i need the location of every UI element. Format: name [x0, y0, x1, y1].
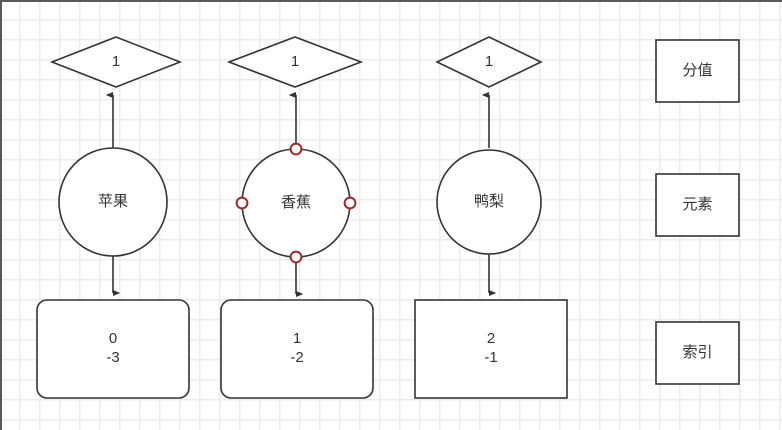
element-circle-3[interactable]: [436, 149, 542, 255]
score-diamond-1[interactable]: [49, 36, 183, 88]
element-circle-2[interactable]: [241, 148, 351, 258]
legend-box-score[interactable]: [655, 39, 740, 103]
index-box-2[interactable]: [220, 299, 374, 399]
column-group-1: [36, 36, 190, 399]
score-diamond-3[interactable]: [435, 36, 543, 88]
selection-handle-right-2[interactable]: [343, 196, 357, 210]
element-circle-1[interactable]: [58, 147, 168, 257]
legend-box-index[interactable]: [655, 321, 740, 385]
legend-box-element[interactable]: [655, 173, 740, 237]
column-group-2: [220, 36, 374, 399]
legend-group: [655, 39, 740, 385]
selection-handle-left-2[interactable]: [235, 196, 249, 210]
canvas-left-border: [0, 0, 2, 430]
column-group-3: [414, 36, 568, 399]
index-box-1[interactable]: [36, 299, 190, 399]
selection-handle-top-2[interactable]: [289, 142, 303, 156]
index-box-3[interactable]: [414, 299, 568, 399]
selection-handle-bottom-2[interactable]: [289, 250, 303, 264]
score-diamond-2[interactable]: [226, 36, 364, 88]
canvas-top-border: [0, 0, 782, 2]
